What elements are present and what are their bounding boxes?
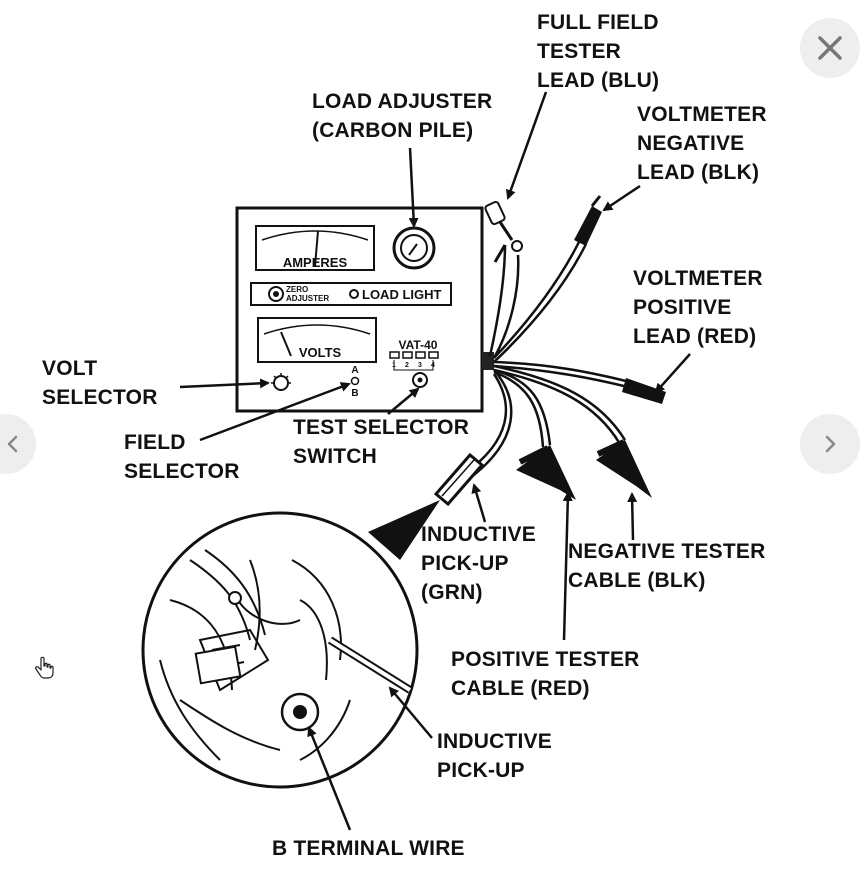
chevron-right-icon bbox=[825, 435, 836, 453]
volt-selector-knob bbox=[271, 373, 291, 391]
chevron-left-icon bbox=[7, 435, 18, 453]
next-image-button[interactable] bbox=[800, 414, 860, 474]
voltmeter-negative-clip bbox=[574, 195, 602, 246]
voltmeter-label: VOLTS bbox=[299, 345, 342, 360]
ammeter-label: AMPERES bbox=[283, 255, 348, 270]
engine-inset bbox=[141, 511, 419, 789]
switch-pos-2: 2 bbox=[405, 362, 409, 369]
volt-selector-label: VOLT SELECTOR bbox=[42, 357, 158, 409]
hand-pointer-icon bbox=[34, 656, 54, 685]
voltmeter-positive-clip bbox=[622, 378, 666, 404]
load-light-label: LOAD LIGHT bbox=[362, 287, 441, 302]
b-terminal-wire-label: B TERMINAL WIRE bbox=[272, 837, 465, 860]
positive-tester-clamp bbox=[516, 445, 576, 500]
model-label: VAT-40 bbox=[399, 338, 438, 352]
tester-cables bbox=[463, 239, 633, 479]
positive-tester-cable-label: POSITIVE TESTER CABLE (RED) bbox=[451, 648, 640, 700]
load-adjuster-knob bbox=[392, 226, 436, 270]
test-selector-panel: VAT-40 1 2 3 4 bbox=[389, 338, 439, 388]
zero-label-1: ZERO bbox=[286, 285, 308, 294]
previous-image-button[interactable] bbox=[0, 414, 36, 474]
negative-tester-cable-label: NEGATIVE TESTER CABLE (BLK) bbox=[568, 540, 766, 592]
zero-label-2: ADJUSTER bbox=[286, 294, 329, 303]
load-adjuster-label: LOAD ADJUSTER (CARBON PILE) bbox=[312, 90, 493, 142]
inductive-pickup-grn-label: INDUCTIVE PICK-UP (GRN) bbox=[421, 523, 536, 604]
negative-tester-clamp bbox=[596, 439, 652, 498]
inductive-pickup-label: INDUCTIVE PICK-UP bbox=[437, 730, 552, 782]
voltmeter: VOLTS bbox=[257, 317, 377, 363]
full-field-connector bbox=[484, 200, 523, 263]
field-selector-label: FIELD SELECTOR bbox=[124, 431, 240, 483]
voltmeter-negative-lead-label: VOLTMETER NEGATIVE LEAD (BLK) bbox=[637, 103, 767, 184]
test-selector-switch-label: TEST SELECTOR SWITCH bbox=[293, 416, 470, 468]
leader-lines bbox=[179, 91, 691, 831]
inductive-pickup-clamp bbox=[433, 452, 485, 507]
field-a-label: A bbox=[351, 365, 358, 376]
tester-unit: AMPERES ZERO ADJUSTER LOAD LIGHT VOLTS bbox=[235, 206, 494, 413]
close-button[interactable] bbox=[800, 18, 860, 78]
ammeter: AMPERES bbox=[255, 225, 375, 271]
field-selector: A B bbox=[350, 365, 360, 399]
full-field-tester-lead-label: FULL FIELD TESTER LEAD (BLU) bbox=[537, 11, 660, 92]
switch-pos-3: 3 bbox=[418, 362, 422, 369]
voltmeter-positive-lead-label: VOLTMETER POSITIVE LEAD (RED) bbox=[633, 267, 763, 348]
close-icon bbox=[818, 36, 842, 60]
field-b-label: B bbox=[351, 388, 358, 399]
adjuster-strip: ZERO ADJUSTER LOAD LIGHT bbox=[250, 282, 452, 306]
